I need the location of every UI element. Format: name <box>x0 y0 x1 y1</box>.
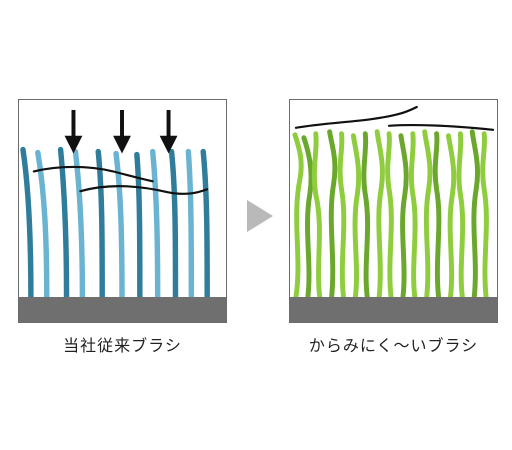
bristle <box>311 131 323 300</box>
bristle <box>432 131 442 300</box>
bristle <box>292 132 304 300</box>
bristle <box>35 149 50 300</box>
bristle <box>168 148 179 300</box>
bristle <box>327 129 338 300</box>
bristle <box>469 129 481 300</box>
bristle <box>408 131 418 300</box>
bristle <box>57 146 70 300</box>
bristle <box>456 131 466 300</box>
down-arrow-icon <box>113 135 131 154</box>
tangle-resistant-brush-illustration <box>292 105 495 300</box>
bristle <box>480 131 489 300</box>
tangled-hair <box>32 165 154 183</box>
bristle <box>398 133 409 300</box>
bristle <box>20 146 34 300</box>
right-triangle-arrow-icon <box>247 200 273 232</box>
tangle-resistant-brush-caption: からみにく〜いブラシ <box>308 336 479 355</box>
conventional-brush-caption: 当社従来ブラシ <box>63 336 182 355</box>
bristle <box>149 148 161 300</box>
top-hair <box>387 123 495 131</box>
conventional-brush-panel <box>18 99 227 323</box>
down-arrow-icon <box>159 135 178 154</box>
bristle <box>95 148 105 300</box>
bristle <box>337 131 347 300</box>
bristle <box>374 129 385 300</box>
pressing-arrows <box>64 109 178 154</box>
top-hair <box>294 105 418 129</box>
bristle <box>185 148 195 300</box>
bristle <box>350 133 362 300</box>
tangle-resistant-brush-panel <box>289 99 498 323</box>
bristle <box>72 148 86 300</box>
bristle <box>200 148 210 300</box>
bristle <box>385 131 394 300</box>
bristle <box>301 135 314 300</box>
bristle <box>134 151 143 300</box>
conventional-brush-illustration <box>20 109 210 300</box>
brush-base <box>290 297 497 322</box>
brush-base <box>19 297 226 322</box>
down-arrow-icon <box>64 135 83 154</box>
bristle <box>445 133 457 300</box>
bristle <box>422 129 433 300</box>
bristle <box>113 150 125 300</box>
tangled-hair <box>79 185 209 195</box>
bristle <box>361 131 371 300</box>
